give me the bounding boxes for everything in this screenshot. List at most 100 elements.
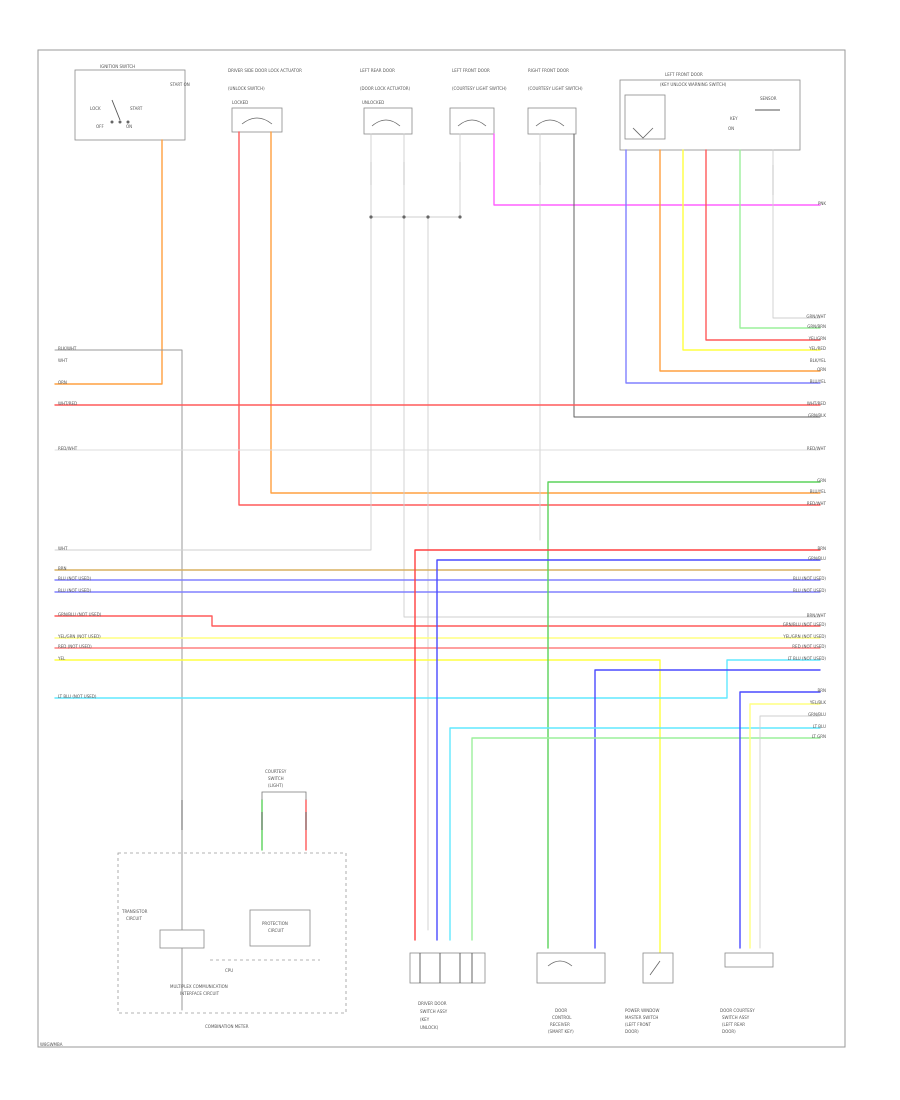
wire-label-left: BLK/WHT (58, 346, 77, 351)
wire-label-right: GRN/BLK (808, 413, 826, 418)
unlock-module-sensor: SENSOR (760, 96, 777, 101)
wire-label-left: WHT/RED (58, 401, 77, 406)
wire-blue-courtesy (436, 559, 821, 941)
door-control-sub2: RECEIVER (550, 1022, 570, 1027)
daylight-sub2: (LIGHT) (268, 783, 284, 788)
unlock-sensor-lock: LOCKED (232, 100, 248, 105)
wire-label-right: BRN (817, 688, 826, 693)
unlock-sensor-sub: (UNLOCK SWITCH) (228, 86, 265, 91)
wire-label-right: GRN/WHT (806, 314, 826, 319)
wire-labels-left: BLK/WHT WHT ORN WHT/RED RED/WHT WHT BRN … (57, 346, 102, 699)
junction-dots (369, 215, 462, 219)
door-left-sub: (DOOR LOCK ACTUATOR) (360, 86, 411, 91)
ignition-switch-off: OFF (96, 124, 104, 129)
key-reminder-sub2: (KEY (420, 1017, 430, 1022)
door-left-component: LEFT REAR DOOR (DOOR LOCK ACTUATOR) UNLO… (360, 68, 413, 135)
door-lf-name: LEFT FRONT DOOR (452, 68, 490, 73)
wire-lightblue-step (54, 659, 821, 699)
meter-resist: PROTECTION (262, 921, 288, 926)
wire-label-left: WHT (58, 358, 68, 363)
wire-yellow-to-relay (54, 659, 661, 961)
wire-yellow-door-rr (749, 703, 821, 949)
unlock-module-name: LEFT FRONT DOOR (665, 72, 703, 77)
wire-labels-right: PNK GRN/WHT GRN/BRN YEL/GRN YEL/RED BLK/… (782, 201, 827, 739)
wire-orange-module (659, 149, 821, 372)
wire-label-right: PNK (818, 201, 826, 206)
wire-label-right: YEL/GRN (808, 336, 826, 341)
wire-pink (493, 133, 821, 206)
wire-label-left: ORN (58, 380, 67, 385)
wire-lightgreen-module (772, 149, 821, 319)
daylight-sub: SWITCH (268, 776, 284, 781)
wire-gray-door-left-a (54, 133, 372, 551)
wire-label-right: YEL/BLK (809, 700, 827, 705)
daylight-name: COURTESY (265, 769, 287, 774)
wire-label-right: YEL/RED (808, 346, 826, 351)
wire-label-right: BRN (817, 546, 826, 551)
key-reminder-sub3: UNLOCK) (420, 1025, 439, 1030)
wire-orange-unlock-b (270, 131, 821, 494)
wire-green-module (739, 149, 821, 329)
wire-label-right: WHT/RED (807, 401, 826, 406)
wire-purple-module (625, 149, 821, 384)
wire-label-right: BLU (NOT USED) (793, 588, 826, 593)
meter-resist-sub: CIRCUIT (268, 928, 284, 933)
diagram-frame (37, 49, 846, 1048)
wire-label-left: BLU (NOT USED) (58, 588, 91, 593)
wire-label-right: GRN/BLU (NOT USED) (783, 622, 827, 627)
wire-yellow-module (682, 149, 821, 351)
wire-label-left: YEL/GRN (NOT USED) (57, 634, 101, 639)
meter-transistor: TRANSISTOR (121, 909, 148, 914)
wire-label-right: RED (NOT USED) (792, 644, 826, 649)
wire-label-left: LT BLU (NOT USED) (58, 694, 97, 699)
wire-label-right: BLU (NOT USED) (793, 576, 826, 581)
wire-red-courtesy (414, 549, 821, 941)
wire-label-right: RED/WHT (807, 446, 827, 451)
wire-black-white (54, 349, 183, 1011)
wire-lightblue-courtesy (449, 727, 821, 941)
wire-label-left: WHT (58, 546, 68, 551)
meter-sub2: INTERFACE CIRCUIT (180, 991, 220, 996)
ignition-switch: IGNITION SWITCH LOCK START OFF ON START … (74, 64, 190, 141)
unlock-module-sub: (KEY UNLOCK WARNING SWITCH) (660, 82, 727, 87)
door-relay-sub: MASTER SWITCH (625, 1015, 658, 1020)
door-left-lock: UNLOCKED (362, 100, 384, 105)
wire-label-right: LT BLU (NOT USED) (788, 656, 827, 661)
door-rr-sub: SWITCH ASSY (722, 1015, 750, 1020)
ignition-switch-name: IGNITION SWITCH (100, 64, 135, 69)
wire-blue-door-rr (739, 691, 821, 949)
wire-label-right: ORN (817, 367, 826, 372)
wire-label-right: RED/WHT (807, 501, 827, 506)
wire-orange-ignition (54, 139, 163, 385)
door-courtesy-switch-rr: DOOR COURTESY SWITCH ASSY (LEFT REAR DOO… (720, 952, 774, 1034)
power-window-switch: POWER WINDOW MASTER SWITCH (LEFT FRONT D… (625, 952, 674, 1034)
unlock-warning-module: LEFT FRONT DOOR (KEY UNLOCK WARNING SWIT… (619, 72, 801, 151)
wire-gray-door-left-b (403, 133, 821, 618)
wire-blue-door-control (594, 669, 821, 949)
wire-label-left: GRN/BLU (NOT USED) (58, 612, 102, 617)
door-lf-sub: (COURTESY LIGHT SWITCH) (452, 86, 507, 91)
meter-trans-sub: CIRCUIT (126, 916, 142, 921)
meter-cpu: CPU (225, 968, 233, 973)
wire-red-module (705, 149, 821, 341)
ignition-switch-status: START ON (170, 82, 190, 87)
wire-label-right: GRN/BLU (808, 712, 826, 717)
wire-label-right: BRN/WHT (807, 613, 827, 618)
wire-label-right: BLK/YEL (810, 358, 827, 363)
ignition-switch-on-label: START (130, 106, 143, 111)
wire-label-left: YEL (57, 656, 66, 661)
door-rr-sub3: DOOR) (722, 1029, 736, 1034)
door-left-name: LEFT REAR DOOR (360, 68, 395, 73)
wire-dark-door-rf (573, 133, 821, 418)
wires (54, 131, 821, 1011)
wire-label-left: BRN (58, 566, 67, 571)
door-relay-sub3: DOOR) (625, 1029, 639, 1034)
wire-label-left: BLU (NOT USED) (58, 576, 91, 581)
wire-label-left: RED (NOT USED) (58, 644, 92, 649)
wire-red-step (54, 615, 821, 627)
combination-meter: COMBINATION METER CPU MULTIPLEX COMMUNIC… (117, 800, 347, 1029)
door-control-sub: CONTROL (552, 1015, 572, 1020)
wire-label-right: GRN (817, 478, 826, 483)
diagram-code: W8GWMBA (40, 1042, 63, 1047)
